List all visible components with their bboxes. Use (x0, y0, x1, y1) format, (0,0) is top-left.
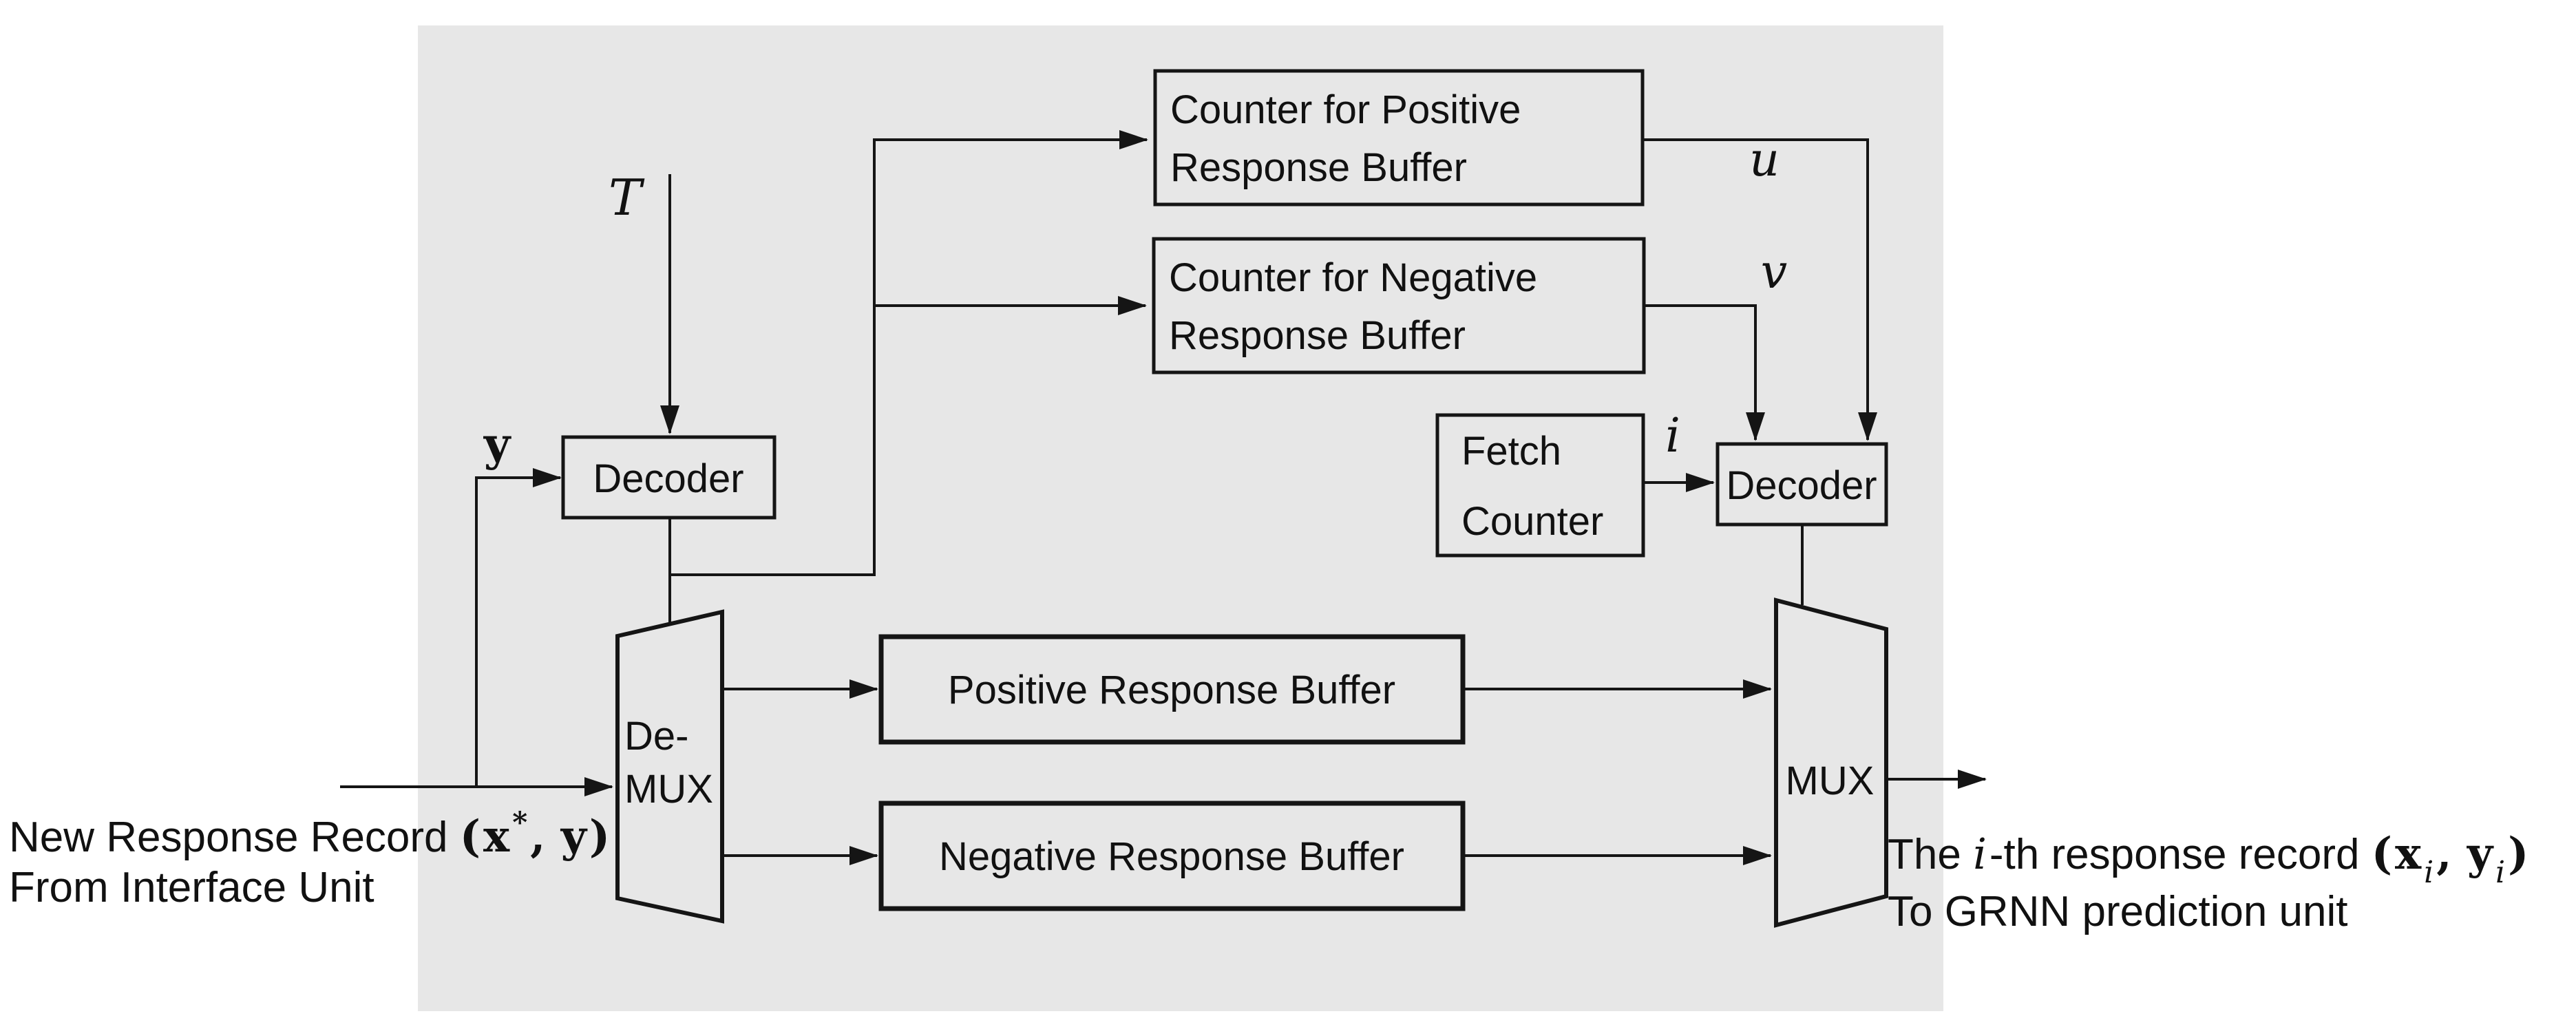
label-counter-negative-line1: Counter for Negative (1169, 255, 1537, 300)
block-decoder-right (1715, 442, 1888, 527)
math-y-bold: y (560, 811, 588, 862)
label-signal-v: v (1761, 245, 1787, 299)
label-decoder-right: Decoder (1726, 463, 1877, 508)
caption-output-line1: The i -th response record ( x i , y i ) (1888, 828, 2529, 890)
label-buffer-positive: Positive Response Buffer (948, 668, 1395, 712)
math-yi-bold: y (2467, 828, 2494, 880)
label-demux-line1: De- (624, 714, 688, 759)
wire-branch-to-positive-counter (670, 130, 1148, 576)
label-signal-i: i (1665, 409, 1680, 463)
label-fetch-counter-line2: Counter (1461, 499, 1603, 544)
math-sub-i2: i (2495, 855, 2505, 890)
wire-y-to-decoder (475, 468, 562, 785)
block-buffer-negative (878, 801, 1466, 911)
math-comma: , (530, 811, 561, 862)
block-mux (1774, 597, 1888, 928)
label-demux-line2: MUX (624, 767, 713, 812)
caption-input-line1: New Response Record ( x * , y ) (9, 805, 610, 862)
label-counter-positive-line1: Counter for Positive (1170, 87, 1521, 132)
caption-input-line2: From Interface Unit (9, 864, 374, 911)
math-comma2: , (2436, 828, 2467, 880)
caption-output-suffix: -th response record (1989, 831, 2372, 878)
math-xi-bold: x (2395, 828, 2422, 880)
block-demux (615, 609, 724, 924)
label-buffer-negative: Negative Response Buffer (939, 834, 1404, 879)
caption-output-line2: To GRNN prediction unit (1888, 888, 2348, 935)
block-buffer-positive (878, 634, 1466, 745)
math-sub-i1: i (2424, 855, 2434, 890)
label-counter-positive-line2: Response Buffer (1170, 145, 1467, 190)
math-close-paren: ) (589, 811, 610, 862)
wire-v-to-decoder (1644, 304, 1765, 441)
math-open-paren: ( (460, 811, 481, 862)
math-x-bold: x (483, 811, 510, 862)
label-signal-T: T (609, 169, 645, 226)
block-fetch-counter (1435, 413, 1645, 558)
label-mux: MUX (1786, 759, 1875, 803)
label-signal-y: y (483, 417, 511, 471)
block-counter-negative (1152, 237, 1646, 374)
math-star-superscript: * (512, 805, 527, 839)
label-signal-u: u (1749, 133, 1780, 187)
caption-output-the: The (1888, 831, 1973, 878)
block-counter-positive (1153, 69, 1645, 207)
wire-u-to-decoder (1643, 138, 1877, 441)
label-counter-negative-line2: Response Buffer (1169, 313, 1466, 358)
label-decoder-left: Decoder (593, 456, 743, 501)
math-open-paren2: ( (2372, 828, 2392, 880)
caption-output-i-italic: i (1973, 829, 1987, 879)
label-fetch-counter-line1: Fetch (1461, 429, 1561, 474)
math-close-paren2: ) (2508, 828, 2529, 880)
block-decoder-left (561, 435, 777, 520)
caption-input-line1-text: New Response Record (9, 814, 460, 861)
